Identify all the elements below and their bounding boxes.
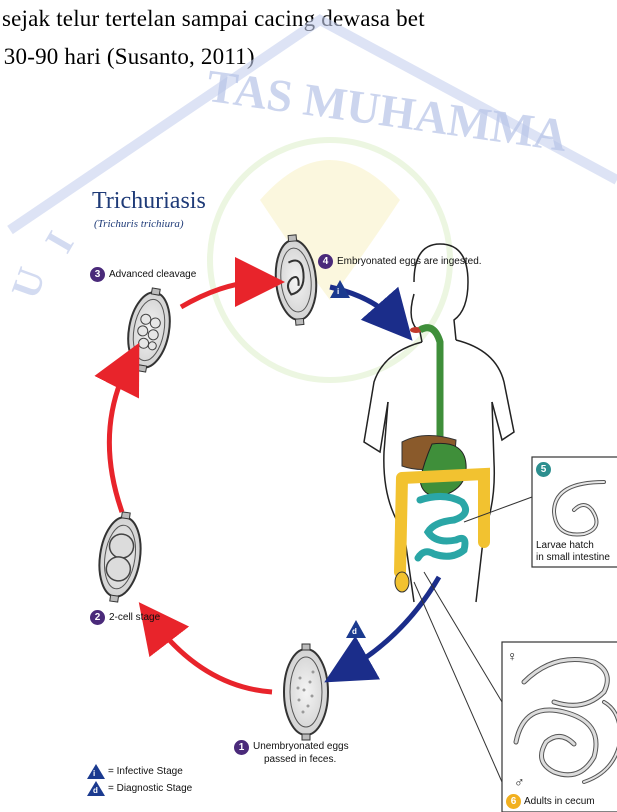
stage-1-badge: 1 (234, 740, 249, 755)
watermark-text: TAS MUHAMMA (204, 60, 571, 161)
stage-6-badge: 6 (506, 794, 521, 809)
trichuriasis-life-cycle-figure: Trichuriasis (Trichuris trichiura) (84, 182, 617, 812)
stage-5-label-line-1: Larvae hatch (536, 540, 594, 551)
arrow-unembryonated-to-2cell (154, 622, 272, 692)
stage-4-label: Embryonated eggs are ingested. (337, 256, 482, 267)
stage-1-label-line-1: Unembryonated eggs (253, 741, 349, 752)
document-line-2: r 30-90 hari (Susanto, 2011) (0, 44, 255, 70)
stage-3-label: Advanced cleavage (109, 269, 196, 280)
egg-advanced-cleavage (122, 285, 176, 375)
arrow-2cell-to-cleavage (109, 365, 128, 512)
legend-infective-letter: i (93, 769, 95, 778)
male-symbol: ♂ (514, 774, 525, 790)
callout-line-small-intestine (464, 497, 532, 522)
diagnostic-marker-letter: d (352, 627, 357, 636)
female-symbol: ♀ (507, 648, 518, 664)
arrow-passed-in-feces (346, 577, 439, 670)
watermark-text-left: U (2, 262, 54, 305)
stage-2-label: 2-cell stage (109, 612, 160, 623)
egg-2-cell (94, 510, 146, 605)
legend-diagnostic-text: = Diagnostic Stage (108, 783, 192, 794)
stage-3-badge: 3 (90, 267, 105, 282)
stage-2-badge: 2 (90, 610, 105, 625)
egg-embryonated (272, 233, 320, 326)
callout-line-cecum-1 (424, 572, 502, 702)
watermark-text-left-2: I (36, 224, 83, 260)
legend-infective-text: = Infective Stage (108, 766, 183, 777)
small-intestine (418, 496, 466, 558)
document-line-1: sejak telur tertelan sampai cacing dewas… (2, 6, 425, 32)
arrow-cleavage-to-embryonated (181, 282, 260, 307)
infective-marker-letter: i (337, 287, 339, 296)
stage-1-label-line-2: passed in feces. (264, 754, 336, 765)
legend-diagnostic-letter: d (93, 786, 98, 795)
appendix (395, 572, 409, 592)
stage-4-badge: 4 (318, 254, 333, 269)
stage-6-label: Adults in cecum (524, 796, 595, 807)
stage-5-badge: 5 (536, 462, 551, 477)
egg-unembryonated (284, 644, 328, 740)
callout-line-cecum-2 (414, 582, 502, 782)
legend-infective-icon (87, 764, 105, 779)
stage-5-label-line-2: in small intestine (536, 552, 610, 563)
